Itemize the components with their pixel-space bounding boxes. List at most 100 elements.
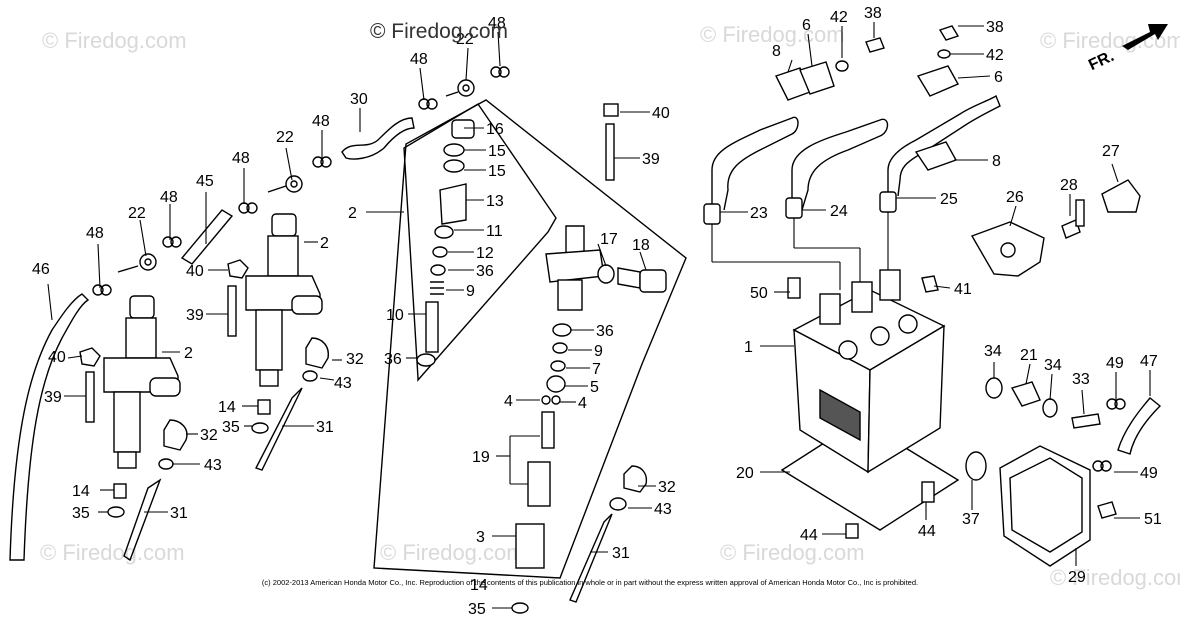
watermark-group: © Firedog.com © Firedog.com © Firedog.co… bbox=[40, 22, 1180, 590]
copyright-notice: (c) 2002-2013 American Honda Motor Co., … bbox=[261, 578, 919, 587]
callout-14: 14 bbox=[72, 483, 90, 500]
callout-29: 29 bbox=[1068, 569, 1086, 586]
callout-44: 44 bbox=[918, 523, 936, 540]
callout-5: 5 bbox=[590, 379, 599, 396]
callout-11: 11 bbox=[486, 223, 503, 240]
callout-22: 22 bbox=[128, 205, 146, 222]
callout-27: 27 bbox=[1102, 143, 1120, 160]
callout-42: 42 bbox=[830, 9, 848, 26]
callout-32: 32 bbox=[200, 427, 218, 444]
callout-50: 50 bbox=[750, 285, 768, 302]
callout-28: 28 bbox=[1060, 177, 1078, 194]
callout-2: 2 bbox=[348, 205, 357, 222]
callout-26: 26 bbox=[1006, 189, 1024, 206]
watermark: © Firedog.com bbox=[42, 28, 187, 53]
fitting-group-left bbox=[92, 66, 510, 296]
callout-21: 21 bbox=[1020, 347, 1038, 364]
callout-34: 34 bbox=[1044, 357, 1062, 374]
callout-19: 19 bbox=[472, 449, 490, 466]
leader-lines bbox=[47, 22, 1151, 609]
callout-32: 32 bbox=[658, 479, 676, 496]
callout-14: 14 bbox=[218, 399, 236, 416]
callout-36: 36 bbox=[384, 351, 402, 368]
callout-7: 7 bbox=[592, 361, 601, 378]
callout-labels: 46 48 22 48 45 48 22 48 30 48 22 48 39 4… bbox=[32, 5, 1162, 618]
callout-37: 37 bbox=[962, 511, 980, 528]
callout-13: 13 bbox=[486, 193, 504, 210]
callout-35: 35 bbox=[222, 419, 240, 436]
callout-2: 2 bbox=[320, 235, 329, 252]
callout-43: 43 bbox=[204, 457, 222, 474]
callout-9: 9 bbox=[594, 343, 603, 360]
callout-32: 32 bbox=[346, 351, 364, 368]
callout-31: 31 bbox=[612, 545, 630, 562]
governor-cover bbox=[845, 445, 1117, 567]
callout-51: 51 bbox=[1144, 511, 1162, 528]
callout-15: 15 bbox=[488, 163, 506, 180]
callout-30: 30 bbox=[350, 91, 368, 108]
callout-4: 4 bbox=[578, 395, 587, 412]
pipe-45 bbox=[180, 209, 234, 265]
callout-14: 14 bbox=[470, 577, 488, 594]
callout-18: 18 bbox=[632, 237, 650, 254]
callout-48: 48 bbox=[160, 189, 178, 206]
callout-24: 24 bbox=[830, 203, 848, 220]
injector-assembly-rear bbox=[245, 213, 323, 387]
callout-36: 36 bbox=[596, 323, 614, 340]
callout-23: 23 bbox=[750, 205, 768, 222]
return-pipe-30 bbox=[341, 117, 415, 160]
callout-22: 22 bbox=[456, 31, 474, 48]
callout-44: 44 bbox=[800, 527, 818, 544]
callout-1: 1 bbox=[744, 339, 753, 356]
callout-3: 3 bbox=[476, 529, 485, 546]
callout-48: 48 bbox=[232, 150, 250, 167]
callout-48: 48 bbox=[488, 15, 506, 32]
injector-exploded-parts bbox=[373, 99, 687, 614]
watermark: © Firedog.com bbox=[1050, 565, 1180, 590]
hose-46 bbox=[9, 293, 90, 561]
callout-10: 10 bbox=[386, 307, 404, 324]
callout-38: 38 bbox=[864, 5, 882, 22]
callout-45: 45 bbox=[196, 173, 214, 190]
callout-35: 35 bbox=[72, 505, 90, 522]
callout-47: 47 bbox=[1140, 353, 1158, 370]
callout-8: 8 bbox=[992, 153, 1001, 170]
watermark: © Firedog.com bbox=[720, 540, 865, 565]
callout-22: 22 bbox=[276, 129, 294, 146]
callout-34: 34 bbox=[984, 343, 1002, 360]
callout-49: 49 bbox=[1140, 465, 1158, 482]
callout-39: 39 bbox=[186, 307, 204, 324]
callout-31: 31 bbox=[316, 419, 334, 436]
callout-48: 48 bbox=[86, 225, 104, 242]
callout-9: 9 bbox=[466, 283, 475, 300]
callout-35: 35 bbox=[468, 601, 486, 618]
callout-25: 25 bbox=[940, 191, 958, 208]
callout-39: 39 bbox=[642, 151, 660, 168]
callout-43: 43 bbox=[334, 375, 352, 392]
glow-plug-group-left bbox=[107, 337, 329, 562]
watermark: © Firedog.com bbox=[40, 540, 185, 565]
callout-15: 15 bbox=[488, 143, 506, 160]
callout-12: 12 bbox=[476, 245, 494, 262]
callout-41: 41 bbox=[954, 281, 972, 298]
callout-42: 42 bbox=[986, 47, 1004, 64]
callout-2: 2 bbox=[184, 345, 193, 362]
watermark: © Firedog.com bbox=[380, 540, 525, 565]
arrow-icon bbox=[1122, 24, 1168, 50]
callout-40: 40 bbox=[48, 349, 66, 366]
callout-36: 36 bbox=[476, 263, 494, 280]
callout-8: 8 bbox=[772, 43, 781, 60]
callout-16: 16 bbox=[486, 121, 504, 138]
callout-48: 48 bbox=[410, 51, 428, 68]
callout-4: 4 bbox=[504, 393, 513, 410]
callout-39: 39 bbox=[44, 389, 62, 406]
injection-pipes bbox=[703, 25, 1001, 225]
site-watermark: © Firedog.com bbox=[370, 20, 509, 43]
watermark: © Firedog.com bbox=[700, 22, 845, 47]
injection-pump bbox=[780, 269, 960, 531]
callout-40: 40 bbox=[652, 105, 670, 122]
callout-20: 20 bbox=[736, 465, 754, 482]
callout-6: 6 bbox=[802, 17, 811, 34]
callout-31: 31 bbox=[170, 505, 188, 522]
